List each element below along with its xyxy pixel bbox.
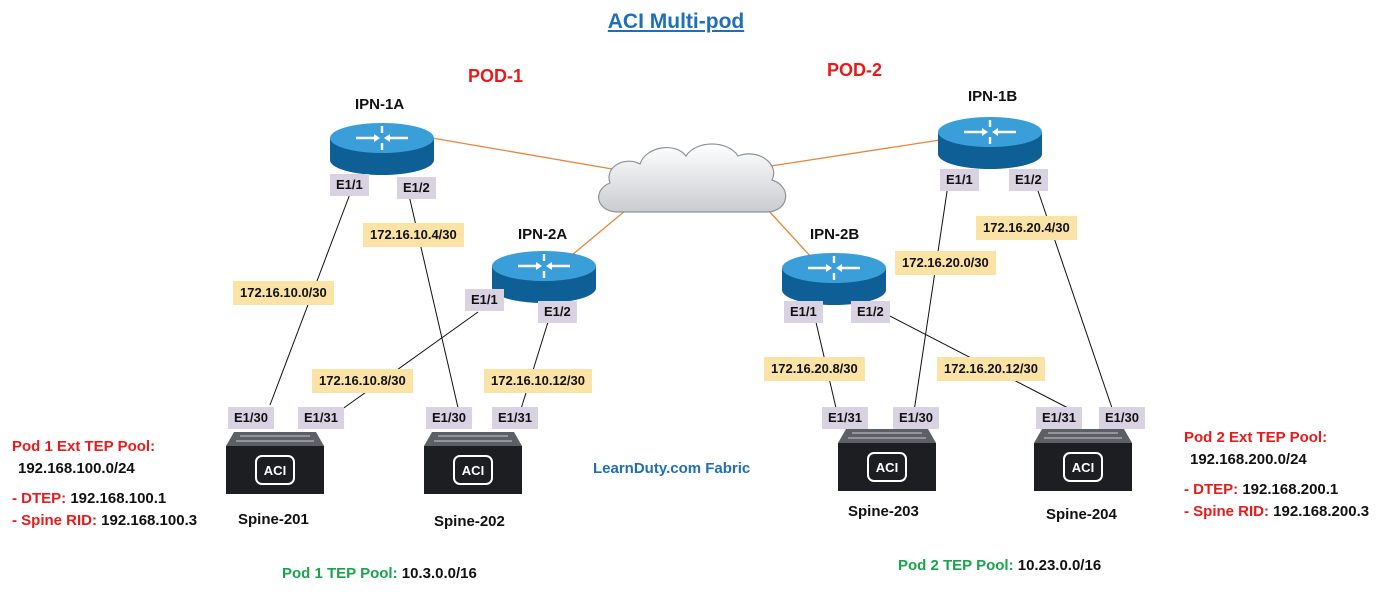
subnet-ipn1b-spine203: 172.16.20.0/30 <box>895 251 996 275</box>
spine204-port-e1-30: E1/30 <box>1099 407 1145 429</box>
pod2-tep-pool-label: Pod 2 TEP Pool: <box>898 557 1014 574</box>
pod2-ext-pool-label: Pod 2 Ext TEP Pool: <box>1184 429 1328 446</box>
ipn1b-router-icon <box>938 117 1042 169</box>
ipn2b-router-icon <box>782 253 886 305</box>
spine201-port-e1-30: E1/30 <box>228 407 274 429</box>
subnet-ipn2b-spine203: 172.16.20.8/30 <box>764 357 865 381</box>
pod2-dtep-value: 192.168.200.1 <box>1242 481 1339 498</box>
spine202-switch-icon: ACI <box>424 432 522 494</box>
aci-logo-text: ACI <box>1072 460 1094 475</box>
wan-link-ipn1b-cloud <box>757 139 941 169</box>
ipn1b-port-e1-2: E1/2 <box>1009 169 1048 191</box>
ipn2b-label: IPN-2B <box>810 226 860 243</box>
pod2-tep-pool-value: 10.23.0.0/16 <box>1017 557 1102 574</box>
link-ipn2a-spine201 <box>319 311 479 426</box>
pod1-dtep-value: 192.168.100.1 <box>70 490 167 507</box>
pod1-rid-label: - Spine RID: <box>12 512 97 529</box>
ipn2a-port-e1-2: E1/2 <box>538 301 577 323</box>
ipn2b-port-e1-2: E1/2 <box>851 301 890 323</box>
ipn1a-port-e1-2: E1/2 <box>397 177 436 199</box>
pod2-dtep-label: - DTEP: <box>1184 481 1239 498</box>
pod2-rid-value: 192.168.200.3 <box>1273 503 1370 520</box>
spine204-switch-icon: ACI <box>1034 429 1132 491</box>
pod1-ext-pool-value: 192.168.100.0/24 <box>18 460 135 477</box>
spine203-port-e1-30: E1/30 <box>893 407 939 429</box>
subnet-ipn1a-spine201: 172.16.10.0/30 <box>233 281 334 305</box>
spine201-label: Spine-201 <box>238 511 309 528</box>
pod1-ext-tep-pool: Pod 1 Ext TEP Pool: 192.168.100.0/24 - D… <box>12 436 197 532</box>
pod2-ext-pool-value: 192.168.200.0/24 <box>1190 451 1307 468</box>
subnet-ipn2a-spine201: 172.16.10.8/30 <box>312 369 413 393</box>
pod1-tep-pool-value: 10.3.0.0/16 <box>401 565 477 582</box>
ipn1a-port-e1-1: E1/1 <box>330 174 369 196</box>
aci-logo-text: ACI <box>264 463 286 478</box>
subnet-ipn1a-spine202: 172.16.10.4/30 <box>363 223 464 247</box>
link-ipn1b-spine203 <box>911 184 949 426</box>
spine203-switch-icon: ACI <box>838 429 936 491</box>
spine201-port-e1-31: E1/31 <box>298 407 344 429</box>
wan-link-ipn2b-cloud <box>767 209 813 259</box>
link-ipn1a-spine202 <box>404 177 463 426</box>
pod1-tep-pool-label: Pod 1 TEP Pool: <box>282 565 398 582</box>
pod2-tep-pool: Pod 2 TEP Pool: 10.23.0.0/16 <box>898 555 1101 577</box>
subnet-ipn1b-spine204: 172.16.20.4/30 <box>976 216 1077 240</box>
spine204-label: Spine-204 <box>1046 506 1117 523</box>
pod2-label: POD-2 <box>827 60 883 80</box>
pod1-rid-value: 192.168.100.3 <box>101 512 198 529</box>
ipn2a-router-icon <box>492 251 596 303</box>
pod2-rid-label: - Spine RID: <box>1184 503 1269 520</box>
pod1-ext-pool-label: Pod 1 Ext TEP Pool: <box>12 438 156 455</box>
aci-logo-text: ACI <box>876 460 898 475</box>
pod2-ext-tep-pool: Pod 2 Ext TEP Pool: 192.168.200.0/24 - D… <box>1184 427 1369 523</box>
spine202-port-e1-30: E1/30 <box>426 407 472 429</box>
ipn1b-label: IPN-1B <box>968 88 1018 105</box>
ipn2a-port-e1-1: E1/1 <box>465 289 504 311</box>
pod1-label: POD-1 <box>468 66 524 86</box>
pod1-dtep-label: - DTEP: <box>12 490 67 507</box>
ipn1a-label: IPN-1A <box>355 96 405 113</box>
aci-logo-text: ACI <box>462 463 484 478</box>
spine203-port-e1-31: E1/31 <box>822 407 868 429</box>
spine203-label: Spine-203 <box>848 503 919 520</box>
ipn2a-label: IPN-2A <box>518 226 568 243</box>
ipn1b-port-e1-1: E1/1 <box>940 169 979 191</box>
fabric-label: LearnDuty.com Fabric <box>593 460 751 477</box>
spine202-label: Spine-202 <box>434 513 505 530</box>
ipn-cloud <box>598 143 787 213</box>
subnet-ipn2b-spine204: 172.16.20.12/30 <box>937 357 1045 381</box>
spine201-switch-icon: ACI <box>226 432 324 494</box>
diagram-title: ACI Multi-pod <box>607 10 745 33</box>
subnet-ipn2a-spine202: 172.16.10.12/30 <box>484 369 592 393</box>
spine204-port-e1-31: E1/31 <box>1036 407 1082 429</box>
ipn2b-port-e1-1: E1/1 <box>784 301 823 323</box>
pod1-tep-pool: Pod 1 TEP Pool: 10.3.0.0/16 <box>282 563 477 585</box>
ipn1a-router-icon <box>330 123 434 175</box>
spine202-port-e1-31: E1/31 <box>492 407 538 429</box>
wan-link-ipn1a-cloud <box>431 137 619 171</box>
